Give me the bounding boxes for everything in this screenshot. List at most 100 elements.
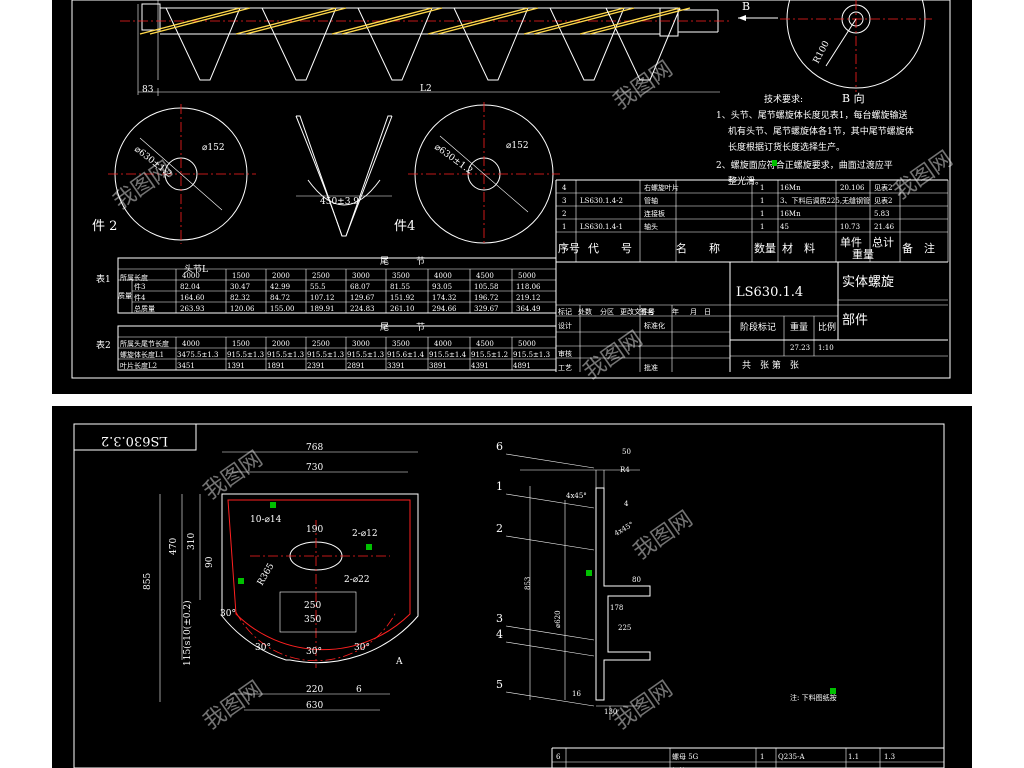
title-block: LS630.1.4 实体螺旋 部件 阶段标记 重量 比例 27.23 1:10 … <box>556 262 948 372</box>
balloon: 3 <box>496 612 503 625</box>
helix-line <box>149 7 251 35</box>
tech-line: 长度根据订货长度选择生产。 <box>728 141 845 153</box>
tb-row-label: 更改文件号 <box>620 307 655 316</box>
bbom-qty: 1 <box>760 753 764 761</box>
bom-name: 轴头 <box>644 222 658 231</box>
table1-cell: 151.92 <box>390 294 415 302</box>
bom-total: 见表2 <box>874 196 892 205</box>
flange-dim: 90 <box>205 556 215 568</box>
table2-cell: 915.5±1.3 <box>267 351 304 359</box>
flange-dim: 30° <box>354 643 370 653</box>
table2-cell: 2391 <box>307 362 325 370</box>
table2-col-head: 1500 <box>232 340 250 348</box>
table1-head: 头节L <box>184 264 208 275</box>
bbom-total: 1.3 <box>884 753 895 761</box>
bottom-drawing-no: LS630.3.2 <box>101 433 168 448</box>
table2-cell: 915.5±1.4 <box>429 351 467 359</box>
screw-assembly: 83 L2 <box>120 0 730 96</box>
table2-col-head: 3000 <box>352 340 370 348</box>
table1-cell: 261.10 <box>390 305 415 313</box>
top-sheet-frame <box>71 0 951 379</box>
flange-dim: 855 <box>143 573 153 590</box>
flange-dim: 6 <box>356 685 362 695</box>
balloon: 2 <box>496 522 503 535</box>
tech-requirements: 技术要求: B 向 1、头节、尾节螺旋体长度见表1，每台螺旋输送 机有头节、尾节… <box>716 91 914 187</box>
flange-dim: 768 <box>306 443 323 453</box>
tech-line: 2、螺旋面应符合正螺旋要求，曲面过渡应平 <box>716 159 893 171</box>
side-dim: 4x45° <box>566 492 587 500</box>
balloon-leader <box>505 625 595 641</box>
table2-cell: 915.5±1.2 <box>471 351 508 359</box>
bom-head-w1: 单件 <box>840 236 862 249</box>
table1-cell: 219.12 <box>516 294 541 302</box>
helix-line <box>579 7 681 35</box>
table1-row-label: 件3 <box>134 282 145 291</box>
flange-dim: 220 <box>306 685 323 695</box>
balloon-leader <box>505 641 595 657</box>
flange-side-view: 61234550R444x45°4x45°80853⌀6201782251613… <box>496 440 837 720</box>
helix-line <box>341 7 443 35</box>
bom-qty: 1 <box>760 184 764 192</box>
table2-caption: 表2 <box>96 339 111 351</box>
part-name-1: 实体螺旋 <box>842 275 894 290</box>
bom-qty: 1 <box>760 210 764 218</box>
part4-caption: 件4 <box>394 219 415 234</box>
tb-row-label: 年 <box>672 307 679 316</box>
table1-col-head: 4000 <box>182 272 200 280</box>
table2-col-head: 2500 <box>312 340 330 348</box>
bom-qty: 1 <box>760 223 764 231</box>
table1-rowhead: 所属长度 <box>120 273 148 282</box>
dim-83: 83 <box>142 85 154 95</box>
flight-tooth <box>165 7 241 81</box>
flange-dim: 630 <box>306 701 323 711</box>
helix-line <box>427 7 529 35</box>
weight-label: 重量 <box>790 321 808 333</box>
stage-label: 阶段标记 <box>740 321 776 333</box>
bom-head-qty: 数量 <box>754 242 776 255</box>
table2-cell: 3391 <box>387 362 405 370</box>
flange-dim: 30° <box>255 643 271 653</box>
balloon: 4 <box>496 628 503 641</box>
bom-head-code: 代 号 <box>588 242 632 255</box>
table2-cell: 915.5±1.3 <box>513 351 550 359</box>
table1-cell: 329.67 <box>474 305 499 313</box>
table1-col-head: 2000 <box>272 272 290 280</box>
bbom-name: 螺栓 M16X40 <box>672 766 718 768</box>
tech-title: 技术要求: <box>764 93 803 105</box>
table1-cell: 364.49 <box>516 305 541 313</box>
table1-cell: 81.55 <box>390 283 410 291</box>
flange-dim: 2-⌀12 <box>352 529 378 539</box>
side-dim: 853 <box>524 577 532 590</box>
table2-col-head: 4000 <box>434 340 452 348</box>
table1-cell: 189.91 <box>310 305 335 313</box>
flange-dim: 730 <box>306 463 323 473</box>
bom-head-mat: 材 料 <box>782 241 815 255</box>
helix-line <box>139 7 241 35</box>
balloon-leader <box>505 453 595 469</box>
tb-row-label: 签名 <box>640 307 654 316</box>
table2-row-label: 螺旋体长度L1 <box>120 350 164 359</box>
tb-row-label: 日 <box>704 308 711 316</box>
table2-col-head: 3500 <box>392 340 410 348</box>
table2-col-head: 2000 <box>272 340 290 348</box>
bom-total: 21.46 <box>874 223 895 231</box>
bbom-name: 螺母 5G <box>672 752 699 761</box>
table1-col-head: 1500 <box>232 272 250 280</box>
tech-view: B 向 <box>842 91 865 105</box>
bom-name: 连接板 <box>644 209 665 218</box>
flight-tooth <box>453 7 529 81</box>
scale-label: 比例 <box>818 321 836 333</box>
tb-left-label: 工艺 <box>558 364 572 372</box>
tb-row-label: 分区 <box>600 307 614 316</box>
table1-col-head: 5000 <box>518 272 536 280</box>
part2-bore: ⌀152 <box>202 143 225 153</box>
flight-tooth <box>605 7 681 81</box>
table2-cell: 4391 <box>471 362 489 370</box>
table1-cell: 120.06 <box>230 305 255 313</box>
table1-col-head: 4000 <box>434 272 452 280</box>
bom-mat: 16Mn <box>780 210 801 218</box>
flange-dim: 350 <box>304 615 321 625</box>
flight-tooth <box>549 7 625 81</box>
